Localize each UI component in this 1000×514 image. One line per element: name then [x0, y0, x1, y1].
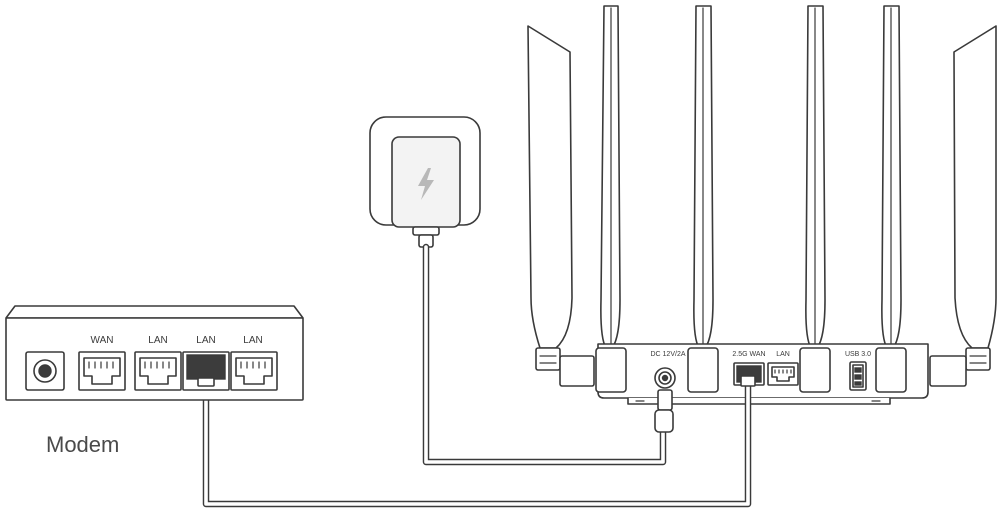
router-dc-jack [654, 367, 676, 389]
router-power-label: DC 12V/2A [650, 351, 685, 358]
ethernet-port-icon [78, 351, 126, 391]
modem-port-label-lan3: LAN [243, 335, 262, 346]
router-usb-label: USB 3.0 [845, 351, 871, 358]
power-cable [422, 243, 667, 466]
power-plug [654, 389, 674, 433]
antenna-right-outer [929, 25, 997, 387]
modem-label: Modem [46, 432, 119, 457]
antenna-3 [689, 5, 719, 391]
antenna-left-outer [527, 25, 595, 387]
modem-lan-port-connected [182, 351, 230, 391]
antenna-5 [877, 5, 907, 391]
ethernet-cable [202, 380, 752, 508]
power-adapter-icon [369, 116, 481, 248]
ethernet-plug-router [740, 375, 756, 387]
antenna-2 [597, 5, 627, 391]
antenna-4 [801, 5, 831, 391]
modem-port-label-wan: WAN [91, 335, 114, 346]
ethernet-port-icon [134, 351, 182, 391]
usb-port-icon [849, 361, 867, 391]
modem-port-label-lan2: LAN [196, 335, 215, 346]
router-wan-label: 2.5G WAN [732, 351, 765, 358]
modem-power-jack [25, 351, 65, 391]
router-lan-port [767, 362, 799, 386]
router-lan-label: LAN [776, 351, 790, 358]
router-antennas [527, 5, 997, 391]
ethernet-port-icon [230, 351, 278, 391]
modem-port-label-lan1: LAN [148, 335, 167, 346]
lightning-bolt-icon [418, 168, 434, 200]
